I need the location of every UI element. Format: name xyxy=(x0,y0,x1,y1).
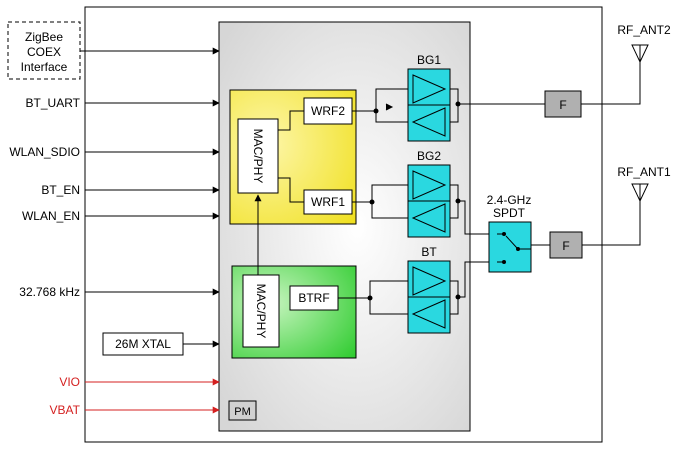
junction-dot xyxy=(373,108,379,114)
xtal-box: 26M XTAL xyxy=(102,332,184,356)
zigbee-coex-box: ZigBee COEX Interface xyxy=(7,21,81,80)
wrf1-bg2-wiring xyxy=(352,184,489,235)
btrf-bt-wiring xyxy=(338,261,489,315)
wrf2-bg1-wiring xyxy=(352,88,545,123)
zigbee-line2: COEX xyxy=(27,45,61,59)
mac-wrf2-link xyxy=(278,110,304,131)
zigbee-line3: Interface xyxy=(21,60,68,74)
rf-ant2-label: RF_ANT2 xyxy=(617,23,671,37)
mac-wrf1-link xyxy=(278,177,304,203)
btrf-box xyxy=(289,285,339,311)
junction-dot xyxy=(369,199,375,205)
bt-en-label: BT_EN xyxy=(41,183,80,197)
bt-macphy-label: MAC/PHY xyxy=(254,284,268,339)
bt-amplifier xyxy=(407,260,451,334)
filter-mid: F xyxy=(549,231,583,259)
wrf2-label: WRF2 xyxy=(311,104,345,118)
filter-top-label: F xyxy=(559,98,566,112)
ant1-feed xyxy=(582,200,641,246)
wrf1-label: WRF1 xyxy=(311,195,345,209)
junction-dot xyxy=(367,295,373,301)
btrf-label: BTRF xyxy=(298,291,329,305)
spdt-line1: 2.4-GHz xyxy=(487,193,532,207)
bg2-amplifier xyxy=(407,164,451,238)
spdt-line2: SPDT xyxy=(493,206,526,220)
wlan-macphy-box xyxy=(237,118,279,194)
antenna-icon xyxy=(631,183,649,203)
pm-box: PM xyxy=(228,400,257,421)
wlan-sdio-label: WLAN_SDIO xyxy=(9,145,80,159)
bt-amp-label: BT xyxy=(421,245,437,259)
spdt-switch xyxy=(488,221,532,273)
junction-dot xyxy=(455,101,461,107)
ant2-feed xyxy=(581,62,641,105)
wlan-macphy-label: MAC/PHY xyxy=(251,129,265,184)
arrow-head xyxy=(385,103,394,111)
wrf1-box xyxy=(303,189,353,215)
junction-dot xyxy=(455,294,461,300)
bg1-amplifier xyxy=(407,68,451,142)
clock-label: 32.768 kHz xyxy=(19,285,80,299)
wrf2-box xyxy=(303,97,353,125)
wlan-en-label: WLAN_EN xyxy=(22,209,80,223)
filter-mid-label: F xyxy=(562,239,569,253)
bt-uart-label: BT_UART xyxy=(26,96,81,110)
vio-label: VIO xyxy=(59,375,80,389)
antenna-icon xyxy=(631,44,649,64)
vbat-label: VBAT xyxy=(50,403,81,417)
bg2-label: BG2 xyxy=(417,149,441,163)
bg1-label: BG1 xyxy=(417,53,441,67)
zigbee-line1: ZigBee xyxy=(25,30,63,44)
pm-label: PM xyxy=(234,406,251,418)
xtal-label: 26M XTAL xyxy=(115,337,171,351)
bt-macphy-box xyxy=(242,274,280,348)
filter-top: F xyxy=(544,90,582,118)
junction-dot xyxy=(455,198,461,204)
rf-ant1-label: RF_ANT1 xyxy=(617,165,671,179)
